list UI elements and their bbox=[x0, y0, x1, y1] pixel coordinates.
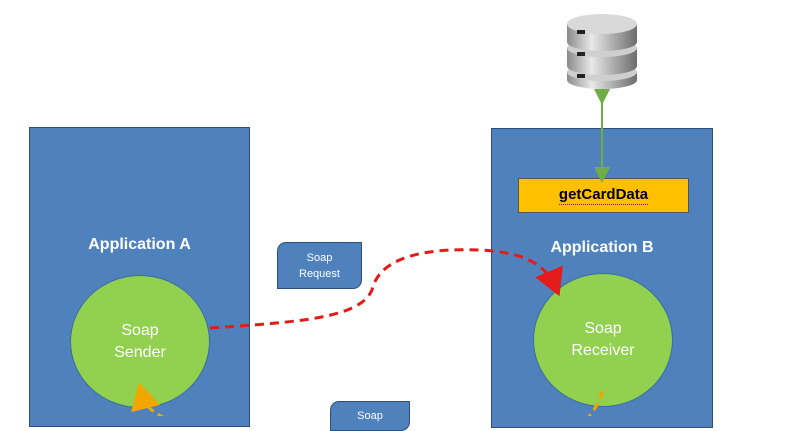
database-icon bbox=[567, 14, 637, 89]
application-a-title: Application A bbox=[88, 236, 191, 253]
receiver-label-line1: Soap bbox=[584, 320, 622, 337]
application-b-title: Application B bbox=[550, 239, 654, 256]
request-label-line1: Soap bbox=[306, 252, 333, 264]
connectors-layer bbox=[131, 89, 610, 416]
sender-label-line2: Sender bbox=[114, 343, 166, 361]
receiver-label-line2: Receiver bbox=[571, 342, 635, 359]
request-label-line2: Request bbox=[299, 268, 340, 280]
soap-response-arrow-head bbox=[131, 382, 165, 416]
method-label: getCardData bbox=[558, 186, 649, 205]
sender-label-line1: Soap bbox=[121, 321, 159, 339]
soap-request-message: Soap Request bbox=[277, 242, 362, 289]
soap-response-arrow-tail bbox=[587, 390, 604, 416]
soap-request-arrow bbox=[209, 248, 563, 330]
